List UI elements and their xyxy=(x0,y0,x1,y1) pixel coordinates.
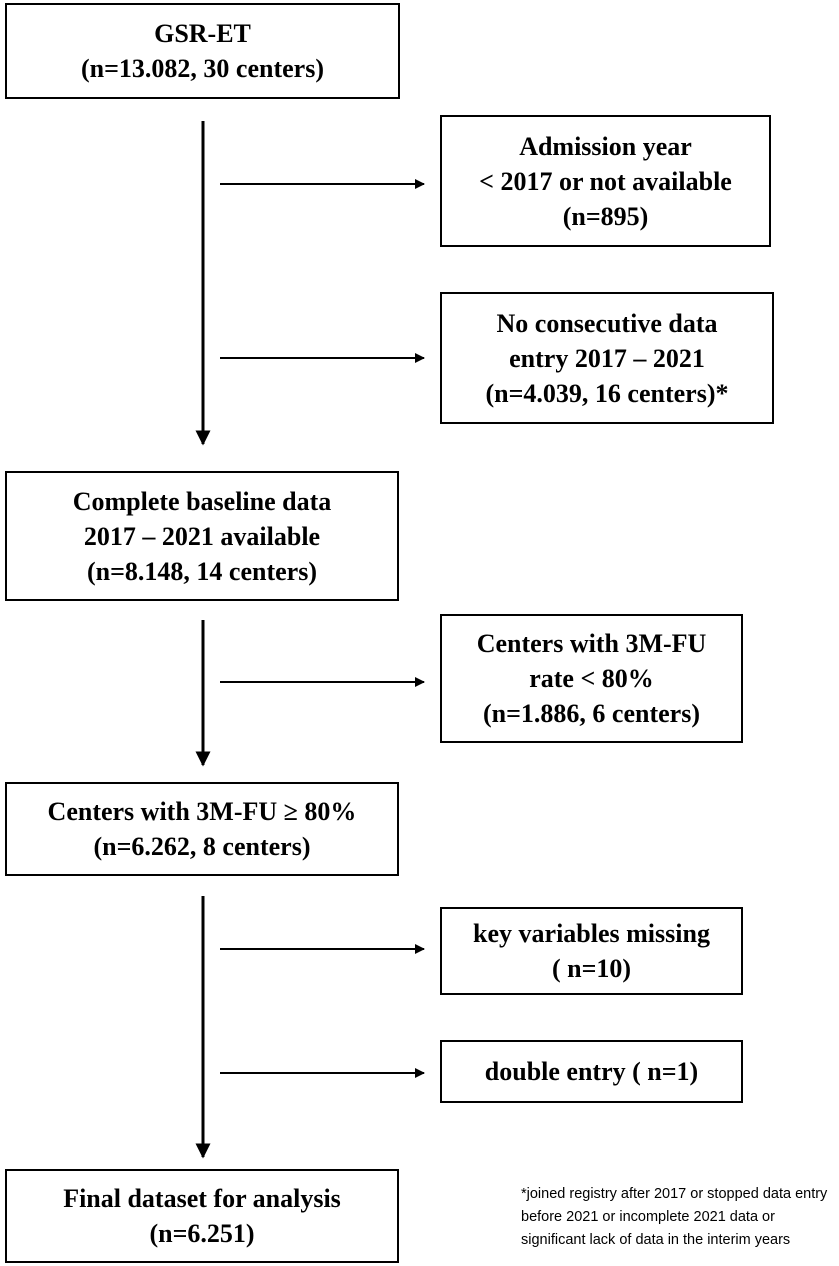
footnote-line: significant lack of data in the interim … xyxy=(521,1232,791,1248)
box-line: 2017 – 2021 available xyxy=(83,521,321,551)
box-line: rate < 80% xyxy=(529,664,654,693)
exclusion-box-followup-rate: Centers with 3M-FU rate < 80% (n=1.886, … xyxy=(440,614,743,743)
box-line: (n=6.251) xyxy=(149,1219,255,1248)
box-line: Admission year xyxy=(519,131,692,161)
footnote: *joined registry after 2017 or stopped d… xyxy=(521,1183,839,1252)
footnote-line: *joined registry after 2017 or stopped d… xyxy=(521,1186,828,1202)
box-line: (n=8.148, 14 centers) xyxy=(87,556,317,586)
box-line: double entry ( n=1) xyxy=(484,1057,699,1086)
final-dataset-box: Final dataset for analysis (n=6.251) xyxy=(5,1169,399,1263)
box-line: (n=895) xyxy=(562,201,649,231)
box-line: (n=13.082, 30 centers) xyxy=(81,54,324,83)
baseline-box: Complete baseline data 2017 – 2021 avail… xyxy=(5,471,399,601)
footnote-line: before 2021 or incomplete 2021 data or xyxy=(521,1209,775,1225)
box-line: ( n=10) xyxy=(551,954,632,983)
box-line: (n=6.262, 8 centers) xyxy=(93,832,311,861)
box-line: Complete baseline data xyxy=(72,486,332,516)
box-line: < 2017 or not available xyxy=(479,166,732,196)
box-line: Centers with 3M-FU ≥ 80% xyxy=(47,797,357,826)
exclusion-box-consecutive-entry: No consecutive data entry 2017 – 2021 (n… xyxy=(440,292,774,424)
box-line: GSR-ET xyxy=(154,19,251,48)
exclusion-box-double-entry: double entry ( n=1) xyxy=(440,1040,743,1103)
box-line: Centers with 3M-FU xyxy=(476,629,707,658)
box-line: (n=1.886, 6 centers) xyxy=(483,699,700,728)
box-line: (n=4.039, 16 centers)* xyxy=(485,378,729,408)
box-line: key variables missing xyxy=(473,919,710,948)
box-line: No consecutive data xyxy=(496,308,718,338)
followup-box: Centers with 3M-FU ≥ 80% (n=6.262, 8 cen… xyxy=(5,782,399,876)
source-box: GSR-ET (n=13.082, 30 centers) xyxy=(5,3,400,99)
box-line: Final dataset for analysis xyxy=(63,1184,341,1213)
exclusion-box-missing-variables: key variables missing ( n=10) xyxy=(440,907,743,995)
exclusion-box-admission-year: Admission year < 2017 or not available (… xyxy=(440,115,771,247)
box-line: entry 2017 – 2021 xyxy=(509,343,705,373)
